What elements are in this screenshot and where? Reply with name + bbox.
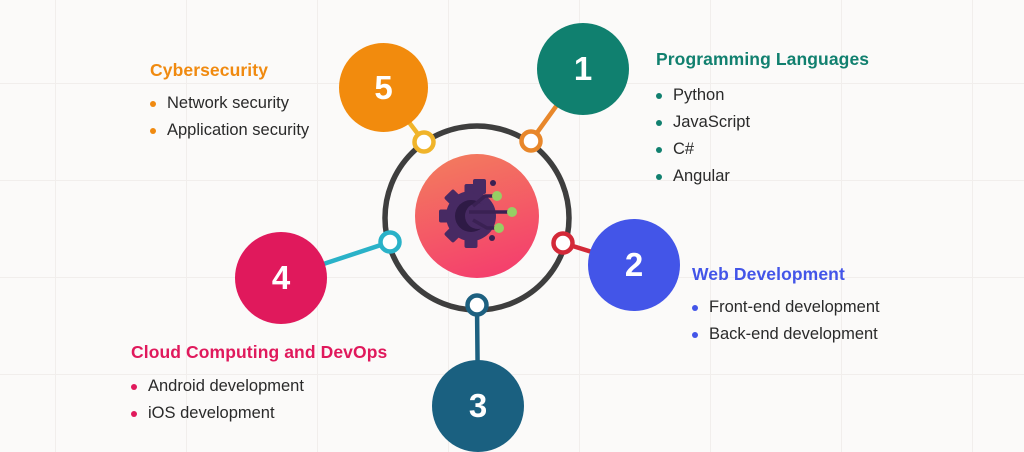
list-item-label: Back-end development — [709, 325, 878, 343]
node-2 — [551, 231, 575, 255]
list-item-label: Angular — [673, 167, 730, 185]
web-list: Front-end development Back-end developme… — [692, 294, 880, 348]
list-item-label: Application security — [167, 121, 310, 139]
node-1 — [519, 129, 543, 153]
bullet-dot — [656, 120, 662, 126]
bullet-dot — [656, 147, 662, 153]
list-item-label: JavaScript — [673, 113, 751, 131]
list-item: C# — [656, 136, 869, 163]
list-item: Front-end development — [692, 294, 880, 321]
section-title-web: Web Development — [692, 264, 845, 284]
list-item: Python — [656, 82, 869, 109]
section-web-development: Web Development Front-end development Ba… — [692, 264, 880, 348]
rim-nodes — [378, 129, 575, 317]
list-item: Angular — [656, 163, 869, 190]
programming-list: Python JavaScript C# Angular — [656, 82, 869, 190]
bullet-dot — [656, 93, 662, 99]
section-programming-languages: Programming Languages Python JavaScript … — [656, 49, 869, 190]
circle-1-number: 1 — [573, 50, 593, 87]
section-cloud-devops: Cloud Computing and DevOps Android devel… — [131, 342, 387, 427]
bullet-dot — [131, 384, 137, 390]
bullet-dot — [150, 128, 156, 134]
bullet-dot — [656, 174, 662, 180]
circle-4-number: 4 — [271, 259, 291, 296]
bullet-dot — [692, 305, 698, 311]
ai-circuit-gear-icon — [439, 179, 517, 248]
section-cybersecurity: Cybersecurity Network security Applicati… — [150, 60, 309, 144]
circle-5-cybersecurity: 5 — [339, 43, 428, 132]
list-item: Application security — [150, 117, 309, 144]
bullet-dot — [692, 332, 698, 338]
section-title-cloud: Cloud Computing and DevOps — [131, 342, 388, 362]
circle-3-number: 3 — [468, 387, 488, 424]
circle-2-number: 2 — [624, 246, 644, 283]
list-item-label: Front-end development — [709, 298, 880, 316]
node-3 — [465, 293, 489, 317]
bullet-dot — [131, 411, 137, 417]
list-item-label: Network security — [167, 94, 289, 112]
circle-1-programming: 1 — [537, 23, 629, 115]
list-item: Android development — [131, 373, 387, 400]
circle-5-number: 5 — [374, 68, 393, 106]
list-item-label: C# — [673, 140, 695, 158]
circle-3: 3 — [432, 360, 524, 452]
list-item: iOS development — [131, 400, 387, 427]
list-item: JavaScript — [656, 109, 869, 136]
list-item-label: iOS development — [148, 404, 275, 422]
node-5 — [412, 130, 436, 154]
list-item: Back-end development — [692, 321, 880, 348]
node-4 — [378, 230, 402, 254]
section-title-cyber: Cybersecurity — [150, 60, 269, 80]
section-title-programming: Programming Languages — [656, 49, 870, 69]
cyber-list: Network security Application security — [150, 90, 309, 144]
list-item-label: Android development — [148, 377, 304, 395]
cloud-list: Android development iOS development — [131, 373, 387, 427]
list-item-label: Python — [673, 86, 725, 104]
circle-2-web-development: 2 — [588, 219, 680, 311]
list-item: Network security — [150, 90, 309, 117]
circle-4-cloud-devops: 4 — [235, 232, 327, 324]
bullet-dot — [150, 101, 156, 107]
